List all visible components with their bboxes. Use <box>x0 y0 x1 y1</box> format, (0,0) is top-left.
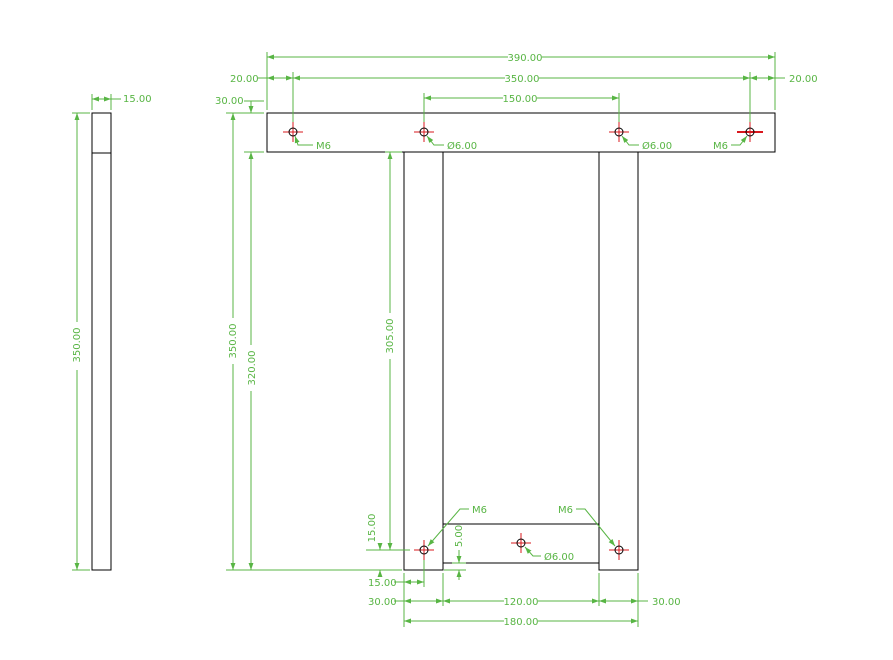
left-leg <box>403 151 444 571</box>
hole-top-mid-left <box>414 122 434 142</box>
callout-top-mid-left-hole: Ø6.00 <box>447 140 477 152</box>
inner-leg-length-dim: 305.00 <box>385 319 396 354</box>
side-view-outline <box>91 112 112 571</box>
leg-gap-dim: 120.00 <box>504 597 539 608</box>
right-offset-dim: 20.00 <box>789 74 818 85</box>
top-bar <box>266 112 776 153</box>
callout-bottom-left-thread: M6 <box>472 505 487 516</box>
bottom-dimensions: 15.00 30.00 120.00 30.00 180.00 <box>368 560 681 628</box>
crossbar-dimension: 5.00 <box>444 525 466 580</box>
hole-bottom-right <box>609 540 629 560</box>
overall-width-dim: 390.00 <box>508 53 543 64</box>
callout-bottom-right-thread: M6 <box>558 505 573 516</box>
overall-height-dim: 350.00 <box>228 324 239 359</box>
callout-top-right-thread: M6 <box>713 141 728 152</box>
height-dimensions: 350.00 320.00 305.00 15.00 <box>226 112 410 577</box>
leg-width-left-dim: 30.00 <box>368 597 397 608</box>
bottom-hole-x-dim: 15.00 <box>368 578 397 589</box>
front-view <box>266 112 776 571</box>
callout-crossbar-hole: Ø6.00 <box>544 551 574 563</box>
crossbar-offset-dim: 5.00 <box>454 525 465 547</box>
side-height-dim: 350.00 <box>72 328 83 363</box>
leg-width-right-dim: 30.00 <box>652 597 681 608</box>
hole-top-right <box>737 122 763 142</box>
hole-spacing-dim: 350.00 <box>505 74 540 85</box>
top-dimensions: 390.00 350.00 20.00 20.00 150.00 30.00 <box>215 51 818 165</box>
hole-bottom-left <box>414 540 434 560</box>
callout-top-left-thread: M6 <box>316 141 331 152</box>
leg-height-dim: 320.00 <box>247 351 258 386</box>
hole-top-mid-right <box>609 122 629 142</box>
top-bar-height-dim: 30.00 <box>215 96 244 107</box>
left-offset-dim: 20.00 <box>230 74 259 85</box>
callout-top-mid-right-hole: Ø6.00 <box>642 140 672 152</box>
right-leg <box>598 151 639 571</box>
label-mask <box>70 322 84 370</box>
bottom-hole-offset-dim: 15.00 <box>367 514 378 543</box>
side-thickness-dim: 15.00 <box>123 94 152 105</box>
hole-top-left <box>283 122 303 142</box>
callouts: M6 Ø6.00 Ø6.00 M6 M6 M6 Ø6.00 <box>294 135 748 563</box>
inner-hole-spacing-dim: 150.00 <box>503 94 538 105</box>
hole-crossbar <box>511 533 531 553</box>
side-view: 15.00 350.00 <box>70 94 152 571</box>
base-width-dim: 180.00 <box>504 617 539 628</box>
holes <box>283 122 763 560</box>
